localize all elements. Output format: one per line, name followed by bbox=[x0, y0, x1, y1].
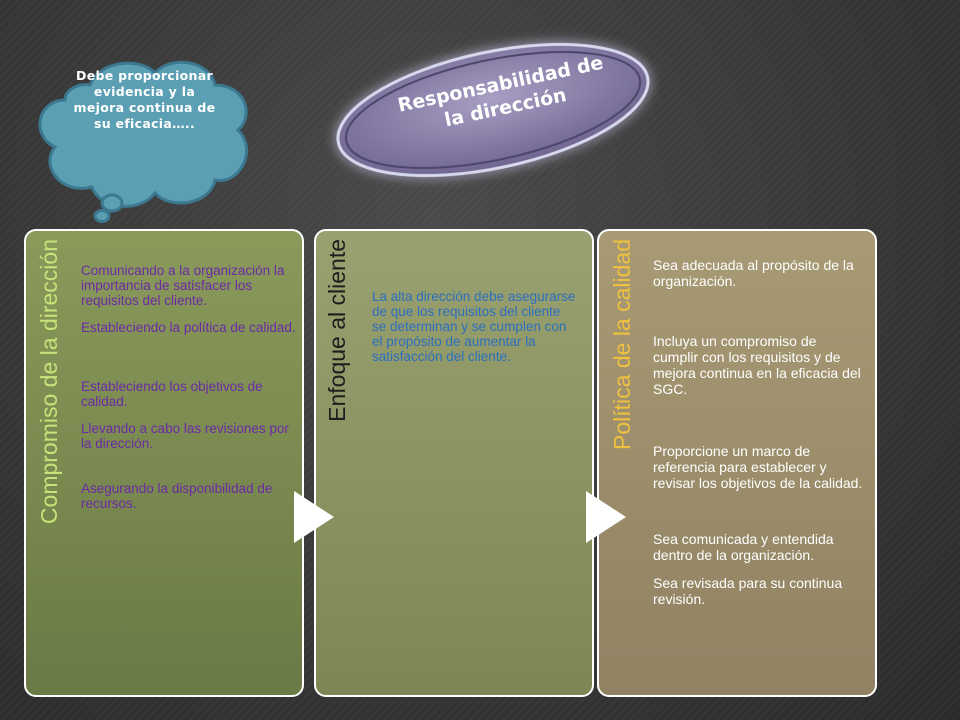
right-arrow-icon bbox=[586, 491, 626, 543]
list-item: La alta dirección debe asegurarse de que… bbox=[372, 289, 576, 364]
panel-items: Sea adecuada al propósito de la organiza… bbox=[653, 257, 863, 607]
panel-compromiso: Compromiso de la dirección Comunicando a… bbox=[24, 229, 304, 697]
list-item: Comunicando a la organización la importa… bbox=[81, 263, 285, 308]
list-item: Estableciendo la política de calidad. bbox=[81, 320, 296, 335]
right-arrow-icon bbox=[294, 491, 334, 543]
panel-politica: Política de la calidad Sea adecuada al p… bbox=[597, 229, 877, 697]
panel-title-container: Política de la calidad bbox=[603, 231, 643, 695]
panel-items: Comunicando a la organización la importa… bbox=[81, 263, 296, 511]
list-item: Sea revisada para su continua revisión. bbox=[653, 575, 843, 607]
list-item: Estableciendo los objetivos de calidad. bbox=[81, 379, 263, 409]
list-item: Asegurando la disponibilidad de recursos… bbox=[81, 481, 273, 511]
panel-title: Política de la calidad bbox=[609, 239, 635, 450]
panel-enfoque: Enfoque al cliente La alta dirección deb… bbox=[314, 229, 594, 697]
panel-title: Compromiso de la dirección bbox=[36, 239, 62, 525]
list-item: Sea comunicada y entendida dentro de la … bbox=[653, 531, 834, 563]
panel-title-container: Enfoque al cliente bbox=[320, 231, 360, 695]
panel-items: La alta dirección debe asegurarse de que… bbox=[372, 289, 577, 364]
panel-title-container: Compromiso de la dirección bbox=[30, 231, 70, 695]
cloud-text: Debe proporcionar evidencia y la mejora … bbox=[73, 68, 216, 131]
list-item: Sea adecuada al propósito de la organiza… bbox=[653, 257, 854, 289]
title-ellipse bbox=[336, 42, 650, 178]
panel-title: Enfoque al cliente bbox=[324, 239, 350, 422]
list-item: Incluya un compromiso de cumplir con los… bbox=[653, 333, 861, 397]
thought-cloud bbox=[38, 60, 249, 223]
list-item: Llevando a cabo las revisiones por la di… bbox=[81, 421, 289, 451]
list-item: Proporcione un marco de referencia para … bbox=[653, 443, 863, 491]
